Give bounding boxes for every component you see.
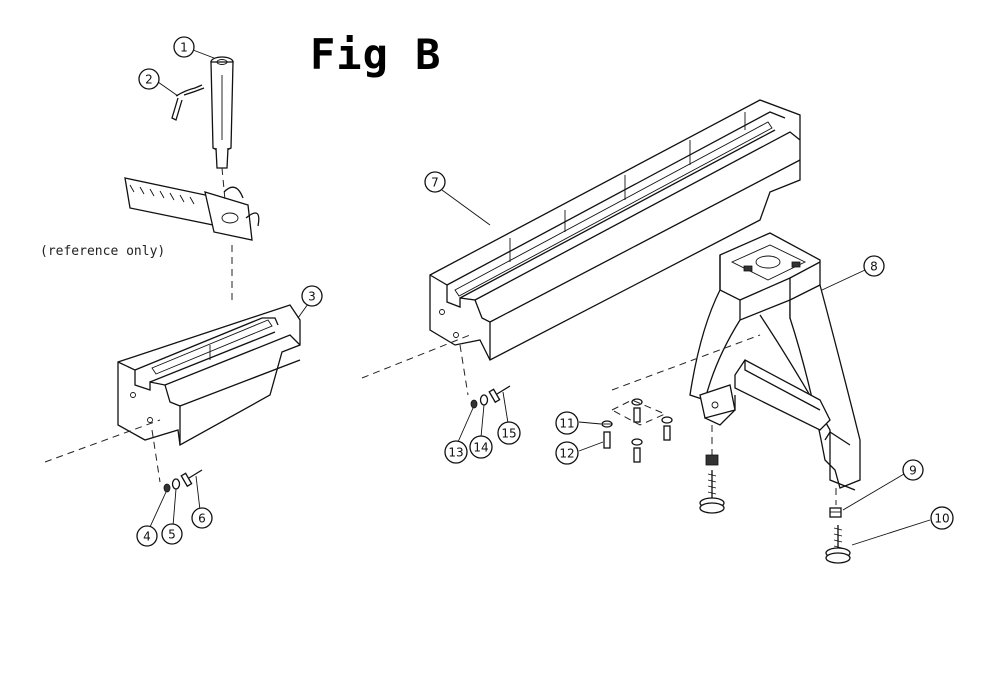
callout-11: 11 [555, 411, 579, 435]
leveling-foot-left [699, 454, 725, 514]
callout-8: 8 [863, 255, 885, 277]
callout-9: 9 [902, 459, 924, 481]
svg-text:5: 5 [168, 528, 176, 542]
reference-note: (reference only) [40, 244, 166, 259]
reference-banjo-assembly [124, 177, 260, 241]
svg-text:12: 12 [559, 447, 574, 461]
figure-title: Fig B [310, 30, 442, 79]
svg-text:9: 9 [909, 464, 917, 478]
svg-text:2: 2 [145, 73, 153, 87]
part-tool-rest-post [210, 56, 234, 169]
svg-text:13: 13 [448, 446, 463, 460]
part-handle [171, 84, 205, 121]
svg-text:7: 7 [431, 176, 439, 190]
callout-leaders [149, 49, 931, 546]
fasteners-11-12 [601, 398, 673, 463]
svg-text:6: 6 [198, 512, 206, 526]
callout-14: 14 [469, 435, 493, 459]
part-nut [829, 507, 842, 518]
callout-7: 7 [424, 171, 446, 193]
part-lathe-bed [429, 99, 801, 361]
svg-text:14: 14 [473, 441, 488, 455]
svg-text:4: 4 [143, 530, 151, 544]
part-leveling-foot [825, 525, 851, 564]
svg-text:1: 1 [180, 41, 188, 55]
callout-5: 5 [161, 523, 183, 545]
callout-6: 6 [191, 507, 213, 529]
svg-text:3: 3 [308, 290, 316, 304]
svg-text:15: 15 [501, 427, 516, 441]
callout-3: 3 [301, 285, 323, 307]
part-bed-extension [117, 304, 301, 447]
part-leg-stand [689, 232, 861, 491]
svg-text:10: 10 [934, 512, 949, 526]
callout-4: 4 [136, 525, 158, 547]
callout-12: 12 [555, 441, 579, 465]
svg-text:8: 8 [870, 260, 878, 274]
callout-1: 1 [173, 36, 195, 58]
callout-2: 2 [138, 68, 160, 90]
fasteners-4-5-6 [163, 469, 203, 493]
callout-15: 15 [497, 421, 521, 445]
callout-13: 13 [444, 440, 468, 464]
callout-10: 10 [930, 506, 954, 530]
fasteners-13-14-15 [470, 385, 511, 409]
svg-text:11: 11 [559, 417, 574, 431]
